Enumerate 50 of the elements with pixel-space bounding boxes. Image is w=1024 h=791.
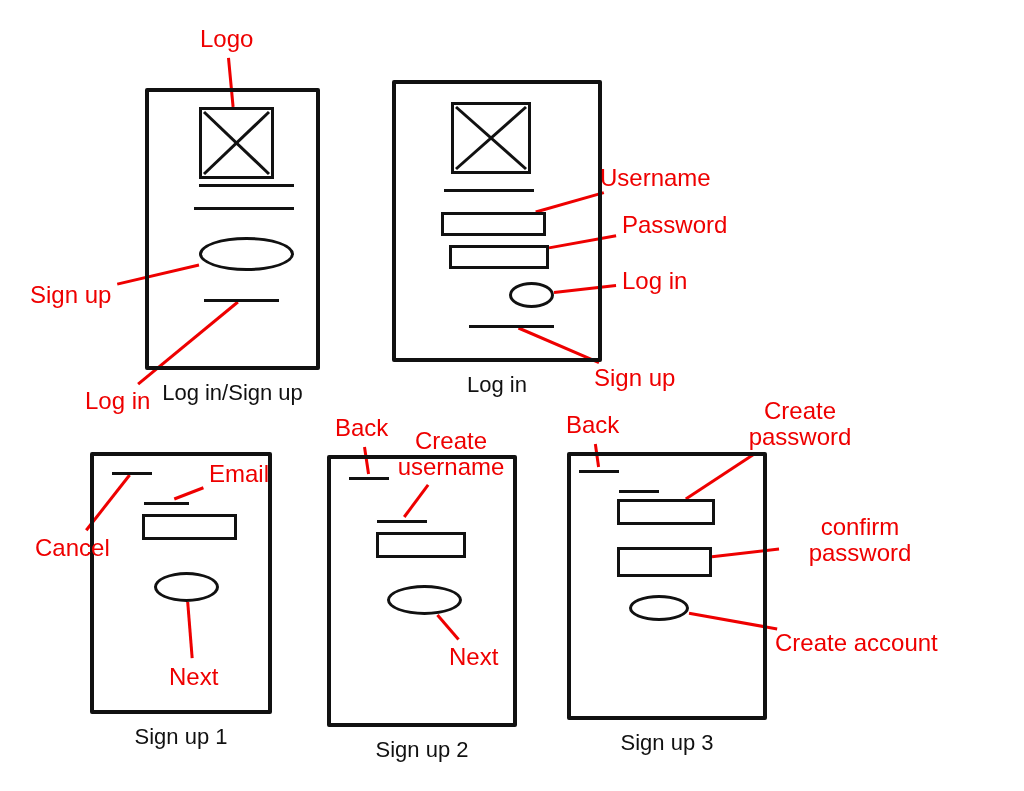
annotation-label: Create username: [392, 428, 510, 480]
text-placeholder-line: [579, 470, 619, 474]
annotation-label: Back: [335, 415, 389, 441]
text-placeholder-line: [469, 325, 554, 329]
text-placeholder-line: [112, 472, 152, 476]
leader-line: [173, 486, 204, 501]
annotation-label: Back: [566, 412, 620, 438]
annotation-label: Username: [600, 165, 711, 191]
annotation-label: Sign up: [30, 282, 112, 308]
annotation-label: Sign up: [594, 365, 676, 391]
annotation-label: Next: [449, 644, 499, 670]
text-placeholder-line: [204, 299, 279, 303]
button-placeholder: [199, 237, 294, 271]
leader-line: [116, 263, 200, 286]
annotation-label: Logo: [200, 26, 254, 52]
image-placeholder: [451, 102, 531, 174]
annotation-label: confirm password: [785, 514, 935, 566]
leader-line: [517, 326, 600, 364]
screen-caption: Sign up 3: [619, 730, 715, 756]
leader-line: [436, 614, 460, 641]
screen-caption: Sign up 2: [374, 737, 470, 763]
input-field: [617, 547, 712, 577]
text-placeholder-line: [144, 502, 189, 506]
leader-line: [363, 446, 371, 475]
text-placeholder-line: [377, 520, 427, 524]
annotation-label: Log in: [85, 388, 151, 414]
annotation-label: Create account: [775, 630, 938, 656]
leader-line: [535, 191, 605, 214]
text-placeholder-line: [349, 477, 389, 481]
screen-caption: Sign up 1: [133, 724, 229, 750]
input-field: [376, 532, 466, 558]
button-placeholder: [509, 282, 554, 308]
screen-caption: Log in/Sign up: [161, 380, 304, 406]
leader-line: [593, 443, 601, 468]
input-field: [142, 514, 237, 540]
annotation-label: Password: [622, 212, 728, 238]
annotation-label: Email: [209, 461, 269, 487]
input-field: [441, 212, 546, 236]
leader-line: [85, 474, 131, 532]
leader-line: [548, 234, 617, 250]
leader-line: [186, 601, 194, 659]
annotation-label: Create password: [730, 398, 870, 450]
input-field: [617, 499, 715, 525]
annotation-label: Next: [169, 664, 219, 690]
annotation-label: Log in: [622, 268, 688, 294]
image-placeholder: [199, 107, 274, 179]
leader-line: [688, 611, 778, 631]
input-field: [449, 245, 549, 269]
leader-line: [137, 300, 239, 386]
button-placeholder: [629, 595, 689, 621]
